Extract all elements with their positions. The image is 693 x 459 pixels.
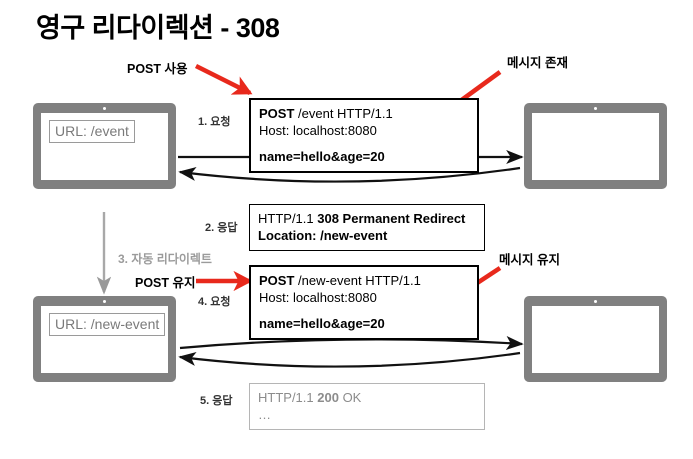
response2-status-line: HTTP/1.1 200 OK [258, 389, 476, 406]
client-monitor-bottom: URL: /new-event [33, 296, 176, 382]
request1-blank-line [259, 139, 469, 148]
url-bar-top: URL: /event [49, 120, 135, 143]
response2-ellipsis: … [258, 407, 272, 422]
post-use-red-arrow [194, 63, 253, 96]
camera-dot-icon [594, 300, 597, 303]
response2-status-code: 200 [317, 390, 339, 405]
step-label-5: 5. 응답 [200, 395, 233, 407]
step-label-4: 4. 요청 [198, 296, 231, 308]
step-label-1: 1. 요청 [198, 116, 231, 128]
request2-body-text: name=hello&age=20 [259, 316, 385, 331]
request2-body: name=hello&age=20 [259, 315, 469, 332]
http-response-box-1: HTTP/1.1 308 Permanent Redirect Location… [249, 204, 485, 251]
request2-start-line: POST /new-event HTTP/1.1 [259, 272, 469, 289]
client-monitor-top: URL: /event [33, 103, 176, 189]
request1-target: /event HTTP/1.1 [294, 106, 393, 121]
response1-status: 308 Permanent Redirect [317, 211, 466, 226]
note-post-use: POST 사용 [127, 62, 188, 76]
page-title: 영구 리다이렉션 - 308 [36, 13, 280, 43]
monitor-screen [532, 113, 659, 180]
response-arrow-2 [178, 351, 521, 368]
note-message-keep: 메시지 유지 [499, 253, 560, 267]
request1-body: name=hello&age=20 [259, 148, 469, 165]
request2-host-header: Host: localhost:8080 [259, 290, 377, 305]
monitor-screen: URL: /event [41, 113, 168, 180]
url-bar-bottom: URL: /new-event [49, 313, 166, 336]
camera-dot-icon [103, 300, 106, 303]
monitor-screen [532, 306, 659, 373]
response1-location-text: Location: /new-event [258, 228, 388, 243]
request1-host-header: Host: localhost:8080 [259, 123, 377, 138]
request1-body-text: name=hello&age=20 [259, 149, 385, 164]
monitor-screen: URL: /new-event [41, 306, 168, 373]
server-monitor-bottom [524, 296, 667, 382]
request1-start-line: POST /event HTTP/1.1 [259, 105, 469, 122]
camera-dot-icon [103, 107, 106, 110]
response1-status-line: HTTP/1.1 308 Permanent Redirect [258, 210, 476, 227]
response1-location-header: Location: /new-event [258, 227, 476, 244]
response2-status-text: OK [338, 390, 362, 405]
response1-version: HTTP/1.1 [258, 211, 318, 226]
response2-version: HTTP/1.1 [258, 390, 318, 405]
http-response-box-2: HTTP/1.1 200 OK … [249, 383, 485, 430]
note-message-exists: 메시지 존재 [507, 56, 568, 70]
request2-blank-line [259, 306, 469, 315]
http-request-box-1: POST /event HTTP/1.1 Host: localhost:808… [249, 98, 479, 173]
step-label-3: 3. 자동 리다이렉트 [118, 252, 212, 266]
note-post-keep: POST 유지 [135, 276, 196, 290]
http-request-box-2: POST /new-event HTTP/1.1 Host: localhost… [249, 265, 479, 340]
request2-method: POST [259, 273, 295, 288]
server-monitor-top [524, 103, 667, 189]
camera-dot-icon [594, 107, 597, 110]
monitor-stand-bottom [33, 382, 176, 402]
monitor-stand-server-bottom [524, 382, 667, 402]
request-arrow-2 [179, 335, 524, 351]
step-label-2: 2. 응답 [205, 222, 238, 234]
monitor-stand-top [33, 189, 176, 209]
monitor-stand-server-top [524, 189, 667, 209]
request2-target: /new-event HTTP/1.1 [294, 273, 421, 288]
request1-method: POST [259, 106, 295, 121]
